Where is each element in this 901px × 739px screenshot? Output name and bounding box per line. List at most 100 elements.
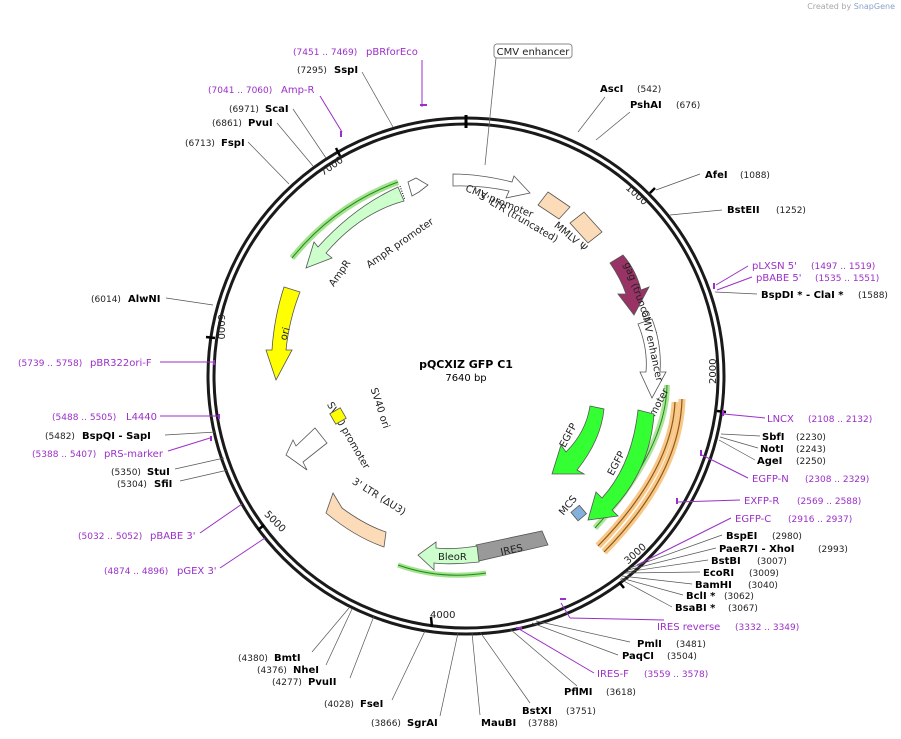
tick-mark-5000	[257, 524, 265, 531]
site-pos-bspqi-sapi: (5482)	[45, 432, 75, 442]
site-leader-sfii	[179, 469, 229, 482]
site-pos-sbfi: (2230)	[796, 433, 826, 443]
site-name-ascl: AscI	[600, 84, 623, 95]
tick-label-1000: 1000	[623, 183, 649, 208]
primer-mark-ires-reverse	[560, 598, 566, 600]
primer-leader-egfp-n	[701, 454, 749, 479]
primer-name-egfp-c: EGFP-C	[735, 514, 771, 525]
site-name-bstxi: BstXI	[522, 706, 552, 717]
site-leader-nhei	[325, 608, 353, 666]
tick-mark-1000	[649, 187, 656, 194]
primer-mark-amp-r	[340, 131, 342, 137]
primer-mark-l4440	[218, 414, 220, 419]
primer-leader-pbabe3	[199, 503, 243, 534]
feature-label-sv40-ori: SV40 ori	[368, 386, 391, 429]
tick-label-4000: 4000	[430, 610, 455, 621]
primer-leader-amp-r	[319, 95, 343, 133]
site-leader-ascl	[577, 96, 606, 133]
site-name-bstbi: BstBI	[711, 556, 741, 567]
feature-ori-arrow	[265, 286, 301, 382]
primer-leader-pgex3	[219, 537, 266, 569]
primer-name-pbr322ori-f: pBR322ori-F	[90, 358, 152, 369]
site-pos-bstbi: (3007)	[757, 557, 787, 567]
tick-label-7000: 7000	[318, 155, 345, 179]
primer-name-pbabe5: pBABE 5'	[756, 273, 802, 284]
site-name-sbfi: SbfI	[762, 432, 784, 443]
bleor-highlight-line	[397, 564, 487, 576]
site-leader-fsei	[391, 630, 426, 701]
site-name-bspdi-clai: BspDI * - ClaI *	[761, 290, 844, 301]
site-leader-bsabi	[619, 578, 673, 608]
site-leader-bsteii	[669, 209, 723, 216]
site-name-bamhi: BamHI	[695, 580, 732, 591]
site-leader-pvuii	[349, 615, 375, 679]
site-pos-ecori: (3009)	[749, 569, 779, 579]
feature-mcs-block	[570, 504, 588, 522]
site-leader-pmli	[535, 620, 631, 643]
site-leader-lines	[164, 71, 761, 717]
primer-name-egfp-n: EGFP-N	[752, 474, 789, 485]
site-pos-paer7i-xhoi: (2993)	[818, 545, 848, 555]
site-name-pshai: PshAI	[630, 100, 662, 111]
site-leader-sgrai	[439, 632, 459, 717]
feature-sv40-promoter-arrow	[285, 427, 328, 471]
site-pos-bamhi: (3040)	[748, 581, 778, 591]
site-name-noti: NotI	[760, 444, 784, 455]
site-name-pmli: PmlI	[637, 639, 662, 650]
primer-range-pbrforeco: (7451 .. 7469)	[293, 48, 357, 58]
primer-range-plxsn5: (1497 .. 1519)	[811, 262, 875, 272]
feature-3ltr-block	[325, 492, 387, 548]
feature-egfp-arrow-1	[551, 405, 605, 475]
primer-range-egfp-c: (2916 .. 2937)	[788, 515, 852, 525]
site-pos-sspi: (7295)	[297, 66, 327, 76]
site-leader-noti	[719, 436, 759, 449]
feature-label-cmv-enhancer-top: CMV enhancer	[497, 47, 571, 58]
site-leader-agei	[718, 439, 756, 461]
site-pos-pshai: (676)	[676, 101, 700, 111]
plasmid-length: 7640 bp	[445, 373, 486, 384]
tick-mark-7000	[334, 147, 342, 157]
primer-range-pbr322ori-f: (5739 .. 5758)	[18, 359, 82, 369]
site-name-bspei: BspEI	[726, 531, 757, 542]
primer-leader-exfp-r	[677, 499, 741, 503]
primer-name-ires-reverse: IRES reverse	[657, 622, 720, 633]
site-leader-bstbi	[625, 559, 709, 573]
site-name-pvui: PvuI	[248, 118, 273, 129]
strand-arc-inner-line	[597, 401, 676, 547]
primer-name-l4440: L4440	[126, 412, 157, 423]
primer-mark-egfp-n	[700, 450, 702, 456]
primer-mark-ires-f	[516, 627, 522, 629]
primer-mark-prs-marker	[210, 436, 212, 441]
site-name-paer7i-xhoi: PaeR7I - XhoI	[719, 544, 795, 555]
site-pos-scai: (6971)	[229, 105, 259, 115]
primer-range-amp-r: (7041 .. 7060)	[208, 86, 272, 96]
site-leader-bspdi	[714, 291, 758, 295]
primer-mark-exfp-r	[676, 498, 678, 504]
site-leader-bspei	[629, 534, 723, 569]
feature-label-ori: ori	[279, 326, 293, 341]
feature-sv40-ori-block	[329, 407, 347, 425]
site-name-bcli: BclI *	[686, 591, 716, 602]
cmv-enhancer-callout-line	[484, 57, 497, 166]
feature-gag-arrow	[609, 254, 650, 316]
primer-name-plxsn5: pLXSN 5'	[752, 261, 797, 272]
site-name-bsteii: BstEII	[727, 205, 760, 216]
feature-label-3ltr: 3' LTR (ΔU3)	[350, 476, 408, 518]
strand-arc-outer-line	[603, 398, 683, 553]
site-name-bmti: BmtI	[274, 653, 301, 664]
site-pos-bspdi-clai: (1588)	[858, 291, 888, 301]
feature-label-sv40-promoter: SV40 promoter	[324, 400, 372, 472]
tick-label-6000: 6000	[215, 314, 226, 339]
site-pos-pflmi: (3618)	[606, 688, 636, 698]
primer-leader-ires-reverse	[560, 602, 571, 619]
site-name-maubi: MauBI	[481, 718, 516, 729]
site-pos-bsabi: (3067)	[728, 604, 758, 614]
site-pos-stui: (5350)	[111, 468, 141, 478]
site-leader-paer7i	[627, 547, 717, 571]
primer-range-exfp-r: (2569 .. 2588)	[797, 497, 861, 507]
site-name-nhei: NheI	[293, 665, 319, 676]
site-leader-afei	[655, 173, 701, 191]
site-name-bsabi: BsaBI *	[675, 603, 716, 614]
site-leader-sspi	[361, 71, 394, 128]
site-pos-paqci: (3504)	[667, 652, 697, 662]
